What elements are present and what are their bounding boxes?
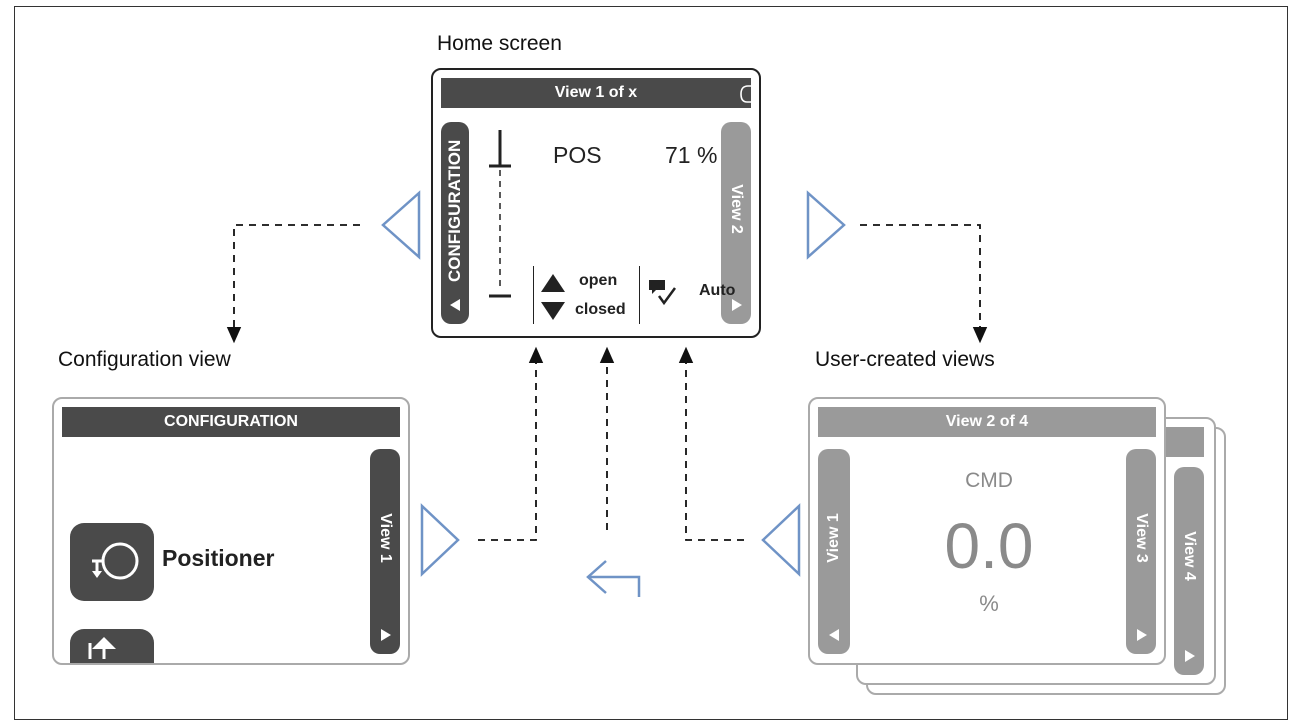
- pos-value: 71 %: [665, 142, 718, 168]
- left-arrow-icon: [450, 299, 460, 311]
- config-right-tab[interactable]: View 1: [370, 449, 400, 654]
- config-header-bar: CONFIGURATION: [62, 407, 400, 437]
- right-arrow-icon: [732, 299, 742, 311]
- back-arrow-icon[interactable]: [588, 575, 641, 597]
- user-view-panel: View 2 of 4 View 1 View 3 CMD 0.0 %: [808, 397, 1166, 665]
- hand-icon[interactable]: [738, 82, 761, 104]
- up-triangle-icon: [541, 274, 565, 292]
- cmd-unit: %: [979, 591, 999, 616]
- home-left-tab[interactable]: CONFIGURATION: [441, 122, 469, 324]
- positioner-glyph-icon: [92, 542, 139, 580]
- positioner-icon[interactable]: [70, 523, 154, 601]
- right-arrow-icon: [1137, 629, 1147, 641]
- config-nav-right-triangle-icon[interactable]: [420, 503, 460, 577]
- connector-user-to-home: [678, 346, 744, 541]
- user-nav-left-triangle-icon[interactable]: [761, 503, 801, 577]
- pos-label: POS: [553, 142, 602, 168]
- connector-home-to-user: [860, 224, 988, 344]
- config-header-title: CONFIGURATION: [164, 413, 298, 430]
- configuration-view-caption: Configuration view: [58, 348, 231, 371]
- user-header-bar: View 2 of 4: [818, 407, 1156, 437]
- right-arrow-icon: [381, 629, 391, 641]
- home-header-title: View 1 of x: [554, 84, 638, 101]
- home-right-tab[interactable]: View 2: [721, 122, 751, 324]
- nav-left-triangle-icon[interactable]: [381, 190, 421, 260]
- home-screen-panel: View 1 of x CONFIGURATION View 2 POS 71 …: [431, 68, 761, 338]
- back-arrow-head-icon: [586, 560, 607, 594]
- closed-label: closed: [575, 301, 626, 318]
- left-arrow-icon: [829, 629, 839, 641]
- next-menu-glyph-icon: [88, 637, 116, 659]
- message-check-icon: [649, 280, 677, 306]
- user-right-tab[interactable]: View 3: [1126, 449, 1156, 654]
- user-header-title: View 2 of 4: [945, 413, 1029, 430]
- status-divider-left: [533, 266, 534, 324]
- position-scale-icon: [489, 130, 511, 298]
- user-views-caption: User-created views: [815, 348, 995, 371]
- down-triangle-icon: [541, 302, 565, 320]
- open-label: open: [579, 272, 618, 289]
- home-screen-caption: Home screen: [437, 32, 562, 55]
- nav-right-triangle-icon[interactable]: [806, 190, 846, 260]
- connector-config-to-home: [478, 346, 544, 541]
- user-left-tab[interactable]: View 1: [818, 449, 850, 654]
- mode-label: Auto: [699, 282, 736, 299]
- positioner-label[interactable]: Positioner: [162, 545, 275, 571]
- connector-home-to-config: [226, 224, 360, 344]
- user-back-tab[interactable]: View 4: [1174, 467, 1204, 675]
- configuration-view-panel: CONFIGURATION View 1 Positioner: [52, 397, 410, 665]
- cmd-label: CMD: [965, 469, 1013, 492]
- right-arrow-icon: [1185, 650, 1195, 662]
- next-menu-icon[interactable]: [70, 629, 154, 663]
- cmd-value: 0.0: [944, 510, 1034, 582]
- status-divider-right: [639, 266, 640, 324]
- home-header-bar: View 1 of x: [441, 78, 751, 108]
